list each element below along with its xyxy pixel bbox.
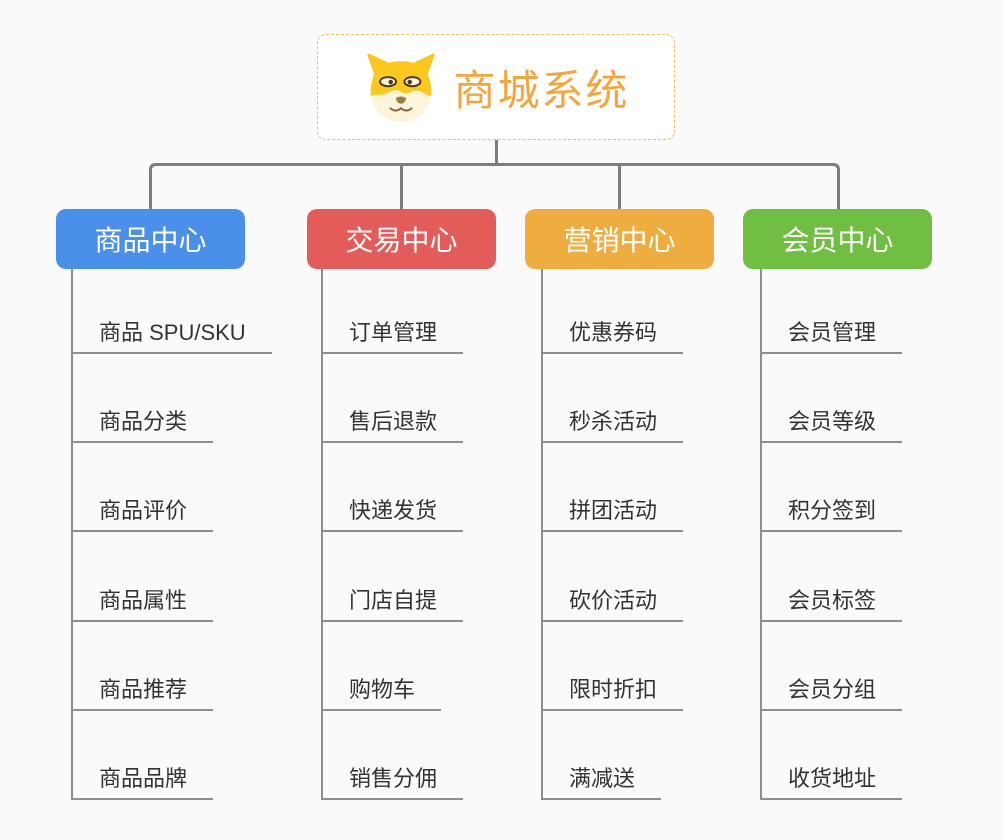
root-title: 商城系统 <box>453 66 630 114</box>
leaf-node[interactable]: 收货地址 <box>760 759 903 800</box>
doge-icon <box>367 53 436 122</box>
leaf-label: 订单管理 <box>349 320 438 345</box>
leaf-label: 秒杀活动 <box>569 409 658 434</box>
leaf-label: 购物车 <box>349 677 416 702</box>
category-product-center[interactable]: 商品中心 <box>56 209 245 269</box>
leaf-node[interactable]: 拼团活动 <box>541 491 684 532</box>
leaf-label: 门店自提 <box>349 588 438 613</box>
leaf-node[interactable]: 售后退款 <box>321 402 464 443</box>
leaf-node[interactable]: 商品分类 <box>71 402 214 443</box>
branch-trunk-line <box>71 269 73 800</box>
leaf-label: 会员管理 <box>788 320 877 345</box>
leaf-node[interactable]: 商品属性 <box>71 581 214 622</box>
leaf-node[interactable]: 商品推荐 <box>71 670 214 711</box>
leaf-label: 会员分组 <box>788 677 877 702</box>
leaf-label: 收货地址 <box>788 766 877 791</box>
leaf-label: 满减送 <box>569 766 636 791</box>
leaf-label: 限时折扣 <box>569 677 658 702</box>
leaf-node[interactable]: 优惠券码 <box>541 313 684 354</box>
leaf-node[interactable]: 快递发货 <box>321 491 464 532</box>
branch-trunk-line <box>760 269 762 800</box>
leaf-label: 商品品牌 <box>99 766 188 791</box>
leaf-node[interactable]: 商品 SPU/SKU <box>71 313 272 354</box>
leaf-label: 快递发货 <box>349 498 438 523</box>
leaf-node[interactable]: 会员标签 <box>760 581 903 622</box>
category-member-center[interactable]: 会员中心 <box>743 209 932 269</box>
root-node[interactable]: 商城系统 <box>317 34 675 140</box>
leaf-node[interactable]: 限时折扣 <box>541 670 684 711</box>
leaf-node[interactable]: 会员等级 <box>760 402 903 443</box>
leaf-label: 商品属性 <box>99 588 188 613</box>
branch-trunk-line <box>321 269 323 800</box>
leaf-node[interactable]: 商品品牌 <box>71 759 214 800</box>
leaf-node[interactable]: 砍价活动 <box>541 581 684 622</box>
category-trade-center[interactable]: 交易中心 <box>307 209 496 269</box>
leaf-node[interactable]: 商品评价 <box>71 491 214 532</box>
leaf-label: 优惠券码 <box>569 320 658 345</box>
leaf-label: 销售分佣 <box>349 766 438 791</box>
leaf-node[interactable]: 满减送 <box>541 759 662 800</box>
leaf-label: 商品 SPU/SKU <box>99 320 246 345</box>
leaf-node[interactable]: 销售分佣 <box>321 759 464 800</box>
leaf-label: 拼团活动 <box>569 498 658 523</box>
leaf-node[interactable]: 门店自提 <box>321 581 464 622</box>
leaf-label: 积分签到 <box>788 498 877 523</box>
leaf-node[interactable]: 订单管理 <box>321 313 464 354</box>
branch-trunk-line <box>541 269 543 800</box>
leaf-label: 商品评价 <box>99 498 188 523</box>
leaf-label: 商品分类 <box>99 409 188 434</box>
leaf-label: 售后退款 <box>349 409 438 434</box>
leaf-node[interactable]: 秒杀活动 <box>541 402 684 443</box>
leaf-node[interactable]: 会员管理 <box>760 313 903 354</box>
leaf-label: 商品推荐 <box>99 677 188 702</box>
leaf-node[interactable]: 购物车 <box>321 670 442 711</box>
category-marketing-center[interactable]: 营销中心 <box>525 209 714 269</box>
leaf-label: 会员等级 <box>788 409 877 434</box>
leaf-node[interactable]: 积分签到 <box>760 491 903 532</box>
leaf-label: 会员标签 <box>788 588 877 613</box>
leaf-label: 砍价活动 <box>569 588 658 613</box>
leaf-node[interactable]: 会员分组 <box>760 670 903 711</box>
